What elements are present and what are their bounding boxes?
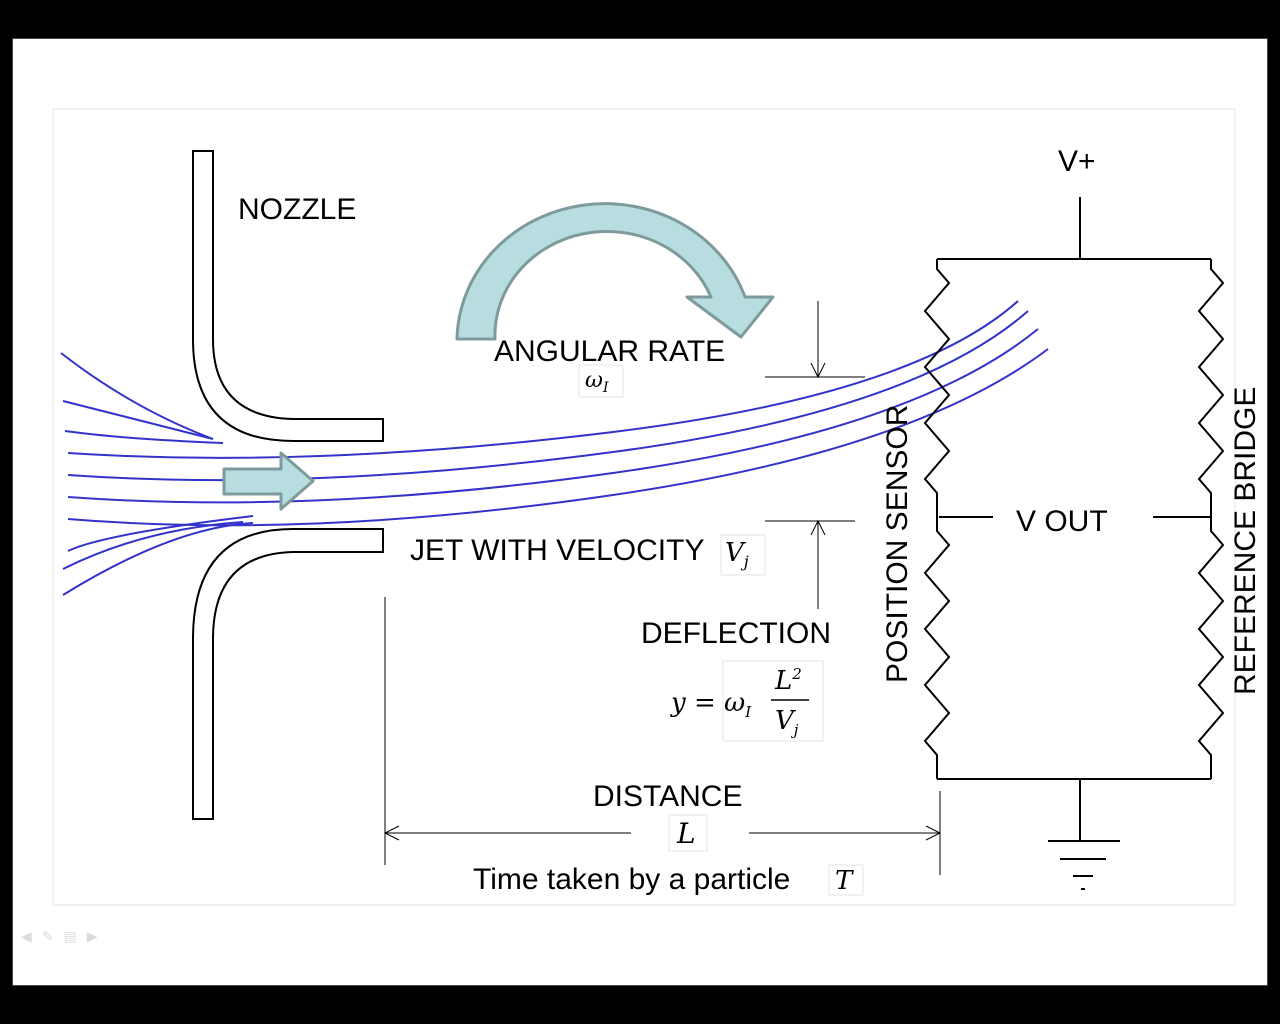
jet-velocity-label: JET WITH VELOCITY bbox=[410, 534, 704, 567]
nozzle-lower-wall bbox=[192, 528, 384, 820]
position-sensor-resistor-upper bbox=[923, 259, 951, 517]
menu-icon[interactable]: ▤ bbox=[63, 929, 77, 945]
deflection-formula: y = ωI L2 Vj bbox=[670, 660, 824, 742]
next-slide-icon[interactable]: ▶ bbox=[86, 929, 98, 945]
slide-navigation: ◀ ✎ ▤ ▶ bbox=[21, 929, 98, 945]
omega-i-symbol: ωI bbox=[578, 364, 624, 398]
svg-text:ωI: ωI bbox=[585, 368, 609, 396]
v-out-label: V OUT bbox=[1016, 505, 1108, 538]
vj-symbol: Vj bbox=[720, 534, 766, 576]
distance-dimension bbox=[383, 597, 942, 875]
nozzle-upper-wall bbox=[192, 150, 384, 442]
t-symbol: T bbox=[828, 864, 864, 896]
svg-text:L: L bbox=[676, 817, 696, 850]
gyroscope-jet-diagram: NOZZLE ANGULAR RATE JET WITH VELOCITY DE… bbox=[52, 108, 1262, 906]
nozzle-label: NOZZLE bbox=[238, 193, 356, 226]
v-plus-label: V+ bbox=[1058, 145, 1096, 178]
reference-bridge-resistor-lower bbox=[1197, 517, 1225, 779]
distance-label: DISTANCE bbox=[593, 780, 742, 813]
pen-icon[interactable]: ✎ bbox=[41, 929, 54, 945]
content-frame bbox=[52, 108, 1236, 906]
svg-text:Vj: Vj bbox=[775, 706, 799, 739]
svg-text:Vj: Vj bbox=[725, 538, 749, 571]
jet-direction-arrow bbox=[222, 451, 315, 511]
svg-text:L2: L2 bbox=[774, 665, 802, 696]
svg-text:T: T bbox=[835, 866, 854, 896]
l-symbol: L bbox=[668, 814, 708, 852]
reference-bridge-resistor-upper bbox=[1197, 259, 1225, 517]
angular-rate-label: ANGULAR RATE bbox=[494, 335, 725, 368]
deflection-dimension bbox=[765, 301, 865, 609]
angular-rate-arrow bbox=[455, 202, 775, 341]
position-sensor-label: POSITION SENSOR bbox=[881, 405, 914, 683]
reference-bridge-label: REFERENCE BRIDGE bbox=[1229, 387, 1262, 695]
svg-text:y = ωI: y = ωI bbox=[670, 688, 752, 721]
deflection-label: DEFLECTION bbox=[641, 617, 831, 650]
prev-slide-icon[interactable]: ◀ bbox=[21, 929, 32, 945]
bridge-circuit bbox=[923, 197, 1225, 890]
position-sensor-resistor-lower bbox=[923, 517, 951, 779]
flow-lines bbox=[60, 300, 1049, 596]
time-taken-label: Time taken by a particle bbox=[473, 863, 790, 896]
slide: NOZZLE ANGULAR RATE JET WITH VELOCITY DE… bbox=[12, 38, 1268, 986]
